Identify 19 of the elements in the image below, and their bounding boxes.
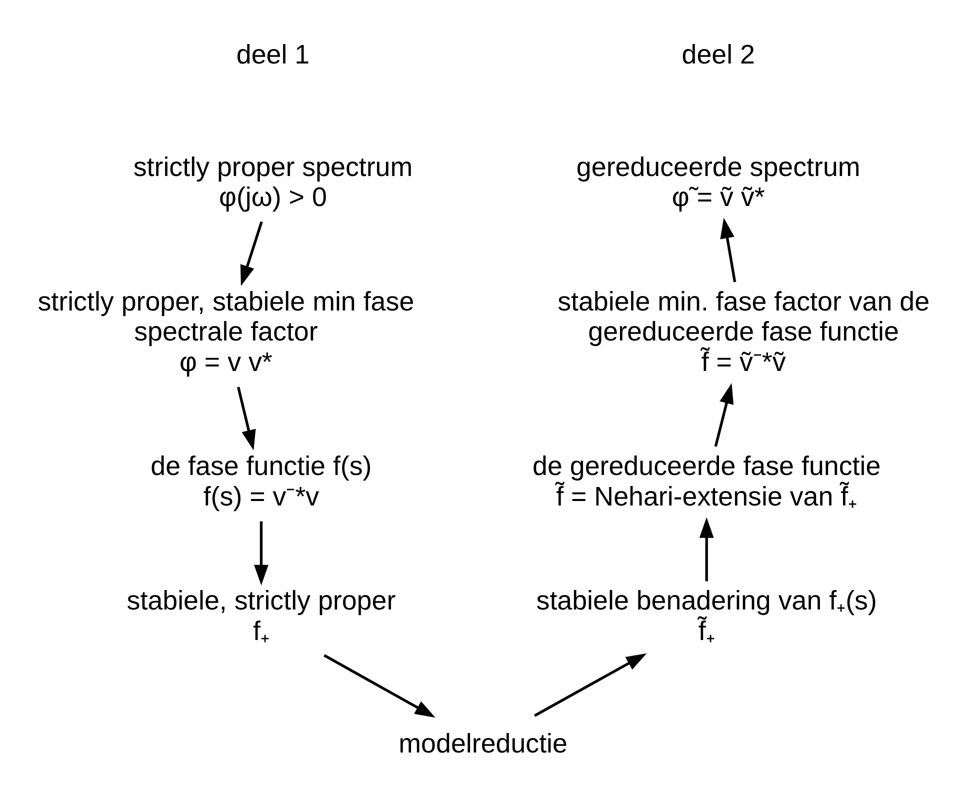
arrow [714,382,734,446]
arrow [534,652,647,716]
arrow [236,386,256,450]
label: deel 1 [236,38,310,69]
node-text: stabiele min. fase factor van de gereduceerde fase functie f̃ = ṽ⁻*ṽ [558,286,930,376]
arrow [254,520,268,585]
arrow [324,654,436,718]
node-text: de gereduceerde fase functie f̃ = Nehari-extensie van f̃₊ [532,450,881,511]
node-text: strictly proper, stabiele min fase spectrale factor φ = v v* [38,286,414,376]
node-text: de fase functie f(s) f(s) = v⁻*v [150,450,372,511]
arrow [240,220,263,286]
node-text: strictly proper spectrum φ(jω) > 0 [133,151,413,212]
node-text: modelreductie [398,728,568,758]
label: deel 2 [682,38,755,69]
arrow [720,217,736,282]
node-text: gereduceerde spectrum φ̃ = ṽ ṽ* [576,151,860,212]
arrow [699,516,714,581]
node-text: stabiele benadering van f₊(s) f̃₊ [536,585,877,646]
node-text: stabiele, strictly proper f₊ [126,585,396,646]
